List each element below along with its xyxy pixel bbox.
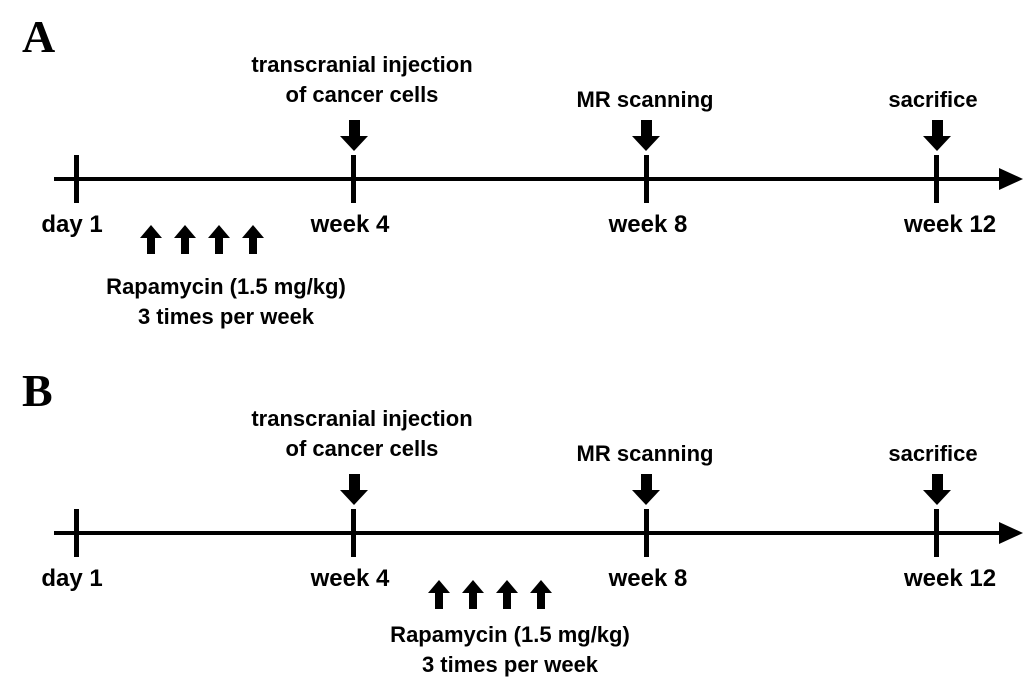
down-arrow-icon bbox=[340, 474, 368, 505]
arrow-shaft bbox=[931, 474, 943, 490]
arrow-shaft bbox=[348, 474, 360, 490]
arrow-head bbox=[632, 490, 660, 505]
arrow-shaft bbox=[503, 593, 511, 609]
timeline-tick bbox=[934, 509, 939, 557]
annotation-line: of cancer cells bbox=[285, 436, 439, 461]
timeline-arrowhead-icon bbox=[999, 168, 1023, 190]
arrow-head bbox=[923, 490, 951, 505]
arrow-head bbox=[462, 580, 484, 593]
panel-a: A transcranial injection of cancer cells… bbox=[22, 11, 1023, 332]
arrow-head bbox=[496, 580, 518, 593]
tick-label-week4: week 4 bbox=[310, 565, 390, 592]
annotation-line: transcranial injection bbox=[251, 52, 473, 77]
arrow-shaft bbox=[931, 120, 943, 136]
tick-label-week12: week 12 bbox=[903, 565, 997, 592]
down-arrow-icon bbox=[632, 474, 660, 505]
treatment-line: Rapamycin (1.5 mg/kg) bbox=[390, 622, 630, 647]
arrow-shaft bbox=[348, 120, 360, 136]
down-arrow-icon bbox=[340, 120, 368, 151]
arrow-head bbox=[632, 136, 660, 151]
arrow-head bbox=[340, 490, 368, 505]
timeline-tick bbox=[74, 155, 79, 203]
arrow-shaft bbox=[640, 120, 652, 136]
tick-label-week12: week 12 bbox=[903, 211, 997, 238]
injection-annotation: transcranial injection of cancer cells bbox=[251, 404, 472, 464]
down-arrow-icon bbox=[632, 120, 660, 151]
timeline-tick bbox=[351, 155, 356, 203]
arrow-head bbox=[208, 225, 230, 238]
mr-scanning-annotation: MR scanning bbox=[576, 87, 714, 112]
arrow-shaft bbox=[181, 238, 189, 254]
rapamycin-label: Rapamycin (1.5 mg/kg) 3 times per week bbox=[390, 620, 630, 680]
timeline-axis bbox=[54, 177, 1000, 181]
rapamycin-dose-arrows bbox=[140, 225, 264, 254]
arrow-head bbox=[923, 136, 951, 151]
treatment-line: Rapamycin (1.5 mg/kg) bbox=[106, 274, 346, 299]
annotation-line: of cancer cells bbox=[285, 82, 439, 107]
up-arrow-icon bbox=[428, 580, 450, 609]
sacrifice-annotation: sacrifice bbox=[888, 441, 978, 466]
timeline-axis bbox=[54, 531, 1000, 535]
arrow-shaft bbox=[469, 593, 477, 609]
up-arrow-icon bbox=[530, 580, 552, 609]
annotation-line: transcranial injection bbox=[251, 406, 473, 431]
treatment-line: 3 times per week bbox=[421, 652, 599, 677]
up-arrow-icon bbox=[462, 580, 484, 609]
arrow-head bbox=[340, 136, 368, 151]
mr-scanning-annotation: MR scanning bbox=[576, 441, 714, 466]
arrow-shaft bbox=[215, 238, 223, 254]
up-arrow-icon bbox=[496, 580, 518, 609]
arrow-head bbox=[530, 580, 552, 593]
panel-b-label: B bbox=[22, 365, 53, 416]
tick-label-week8: week 8 bbox=[608, 565, 688, 592]
panel-a-label: A bbox=[22, 11, 56, 62]
panel-b: B transcranial injection of cancer cells… bbox=[0, 354, 1033, 693]
down-arrow-icon bbox=[923, 120, 951, 151]
arrow-head bbox=[140, 225, 162, 238]
rapamycin-label: Rapamycin (1.5 mg/kg) 3 times per week bbox=[106, 272, 346, 332]
sacrifice-annotation: sacrifice bbox=[888, 87, 978, 112]
arrow-head bbox=[174, 225, 196, 238]
treatment-line: 3 times per week bbox=[137, 304, 315, 329]
arrow-shaft bbox=[640, 474, 652, 490]
timeline-tick bbox=[351, 509, 356, 557]
arrow-shaft bbox=[537, 593, 545, 609]
rapamycin-dose-arrows bbox=[428, 580, 552, 609]
up-arrow-icon bbox=[208, 225, 230, 254]
tick-label-week8: week 8 bbox=[608, 211, 688, 238]
up-arrow-icon bbox=[174, 225, 196, 254]
timeline-tick bbox=[644, 155, 649, 203]
arrow-shaft bbox=[147, 238, 155, 254]
timeline-tick bbox=[934, 155, 939, 203]
tick-label-day1: day 1 bbox=[41, 211, 103, 238]
timeline-arrowhead-icon bbox=[999, 522, 1023, 544]
timeline-tick bbox=[644, 509, 649, 557]
timeline-tick bbox=[74, 509, 79, 557]
injection-annotation: transcranial injection of cancer cells bbox=[251, 50, 472, 110]
down-arrow-icon bbox=[923, 474, 951, 505]
tick-label-day1: day 1 bbox=[41, 565, 103, 592]
arrow-shaft bbox=[435, 593, 443, 609]
arrow-head bbox=[428, 580, 450, 593]
tick-label-week4: week 4 bbox=[310, 211, 390, 238]
up-arrow-icon bbox=[242, 225, 264, 254]
arrow-head bbox=[242, 225, 264, 238]
up-arrow-icon bbox=[140, 225, 162, 254]
arrow-shaft bbox=[249, 238, 257, 254]
